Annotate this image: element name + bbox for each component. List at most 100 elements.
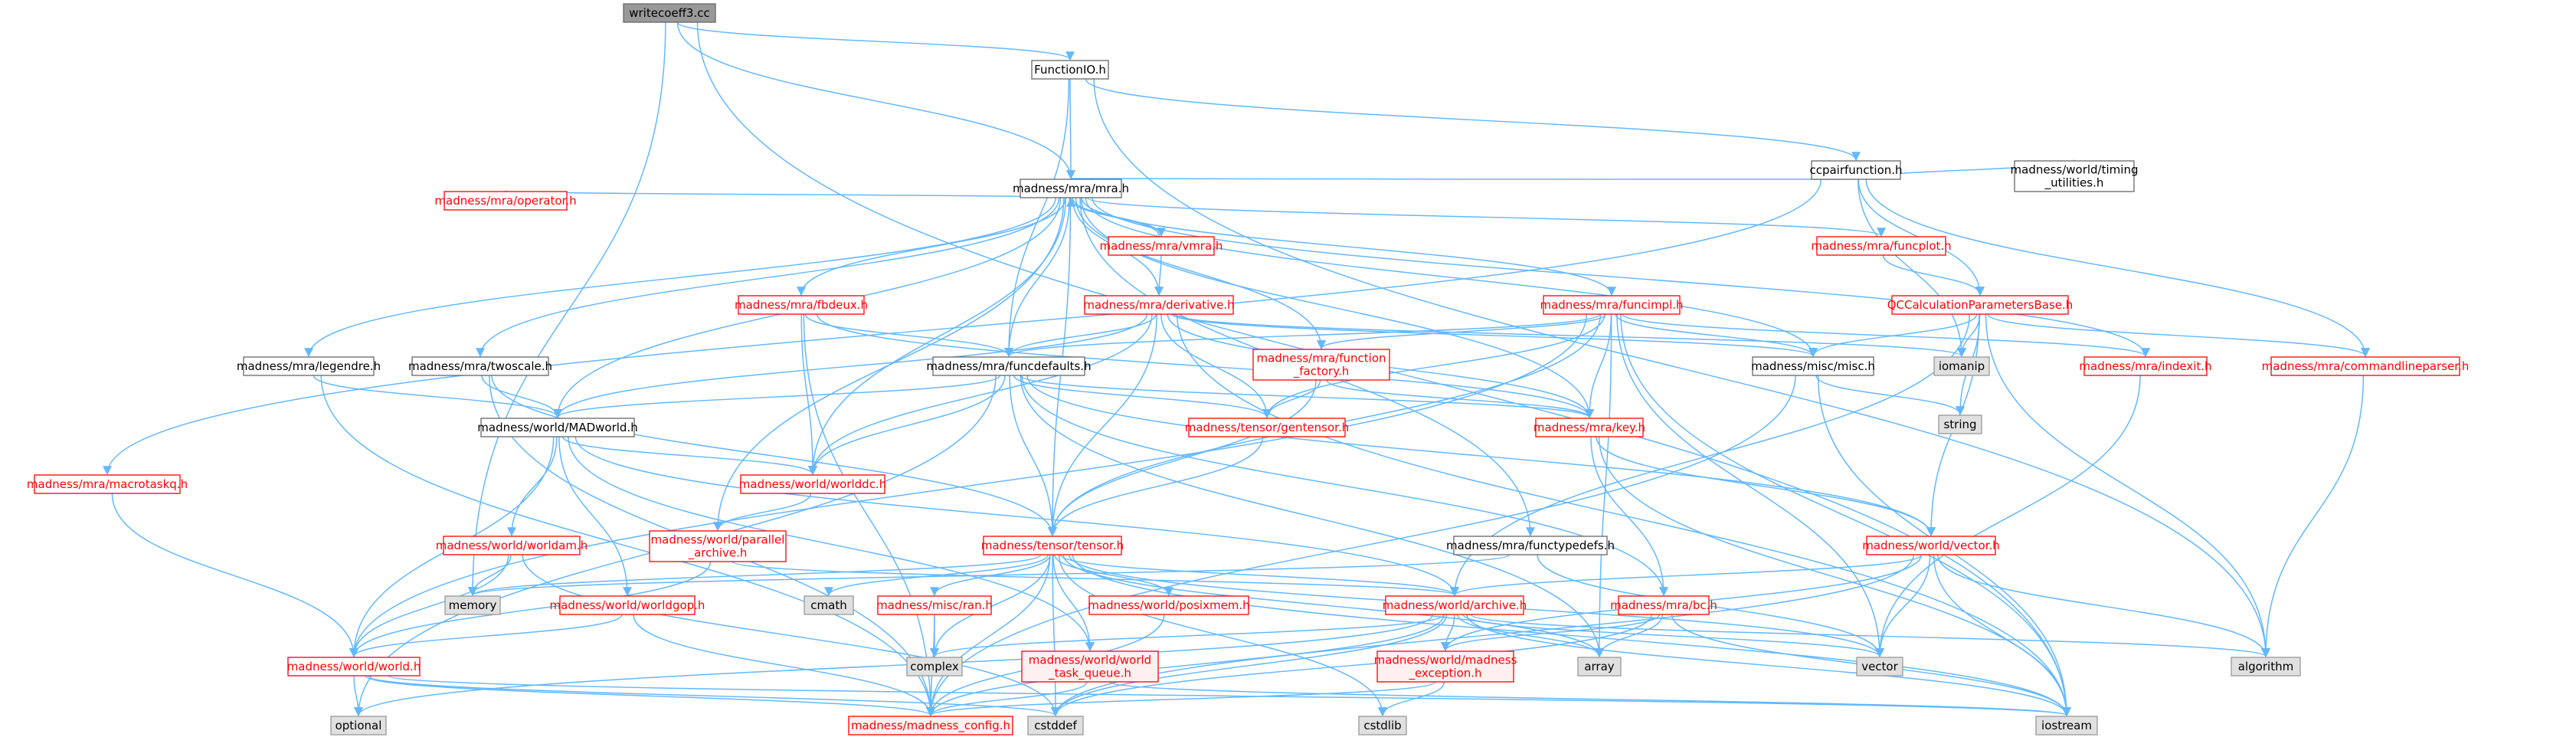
node-label: cstdlib <box>1363 719 1401 732</box>
node-string[interactable]: string <box>1938 414 1982 434</box>
node-fbdeux[interactable]: madness/mra/fbdeux.h <box>735 295 868 315</box>
node-timing[interactable]: madness/world/timing_utilities.h <box>2011 160 2139 192</box>
node-funcimpl[interactable]: madness/mra/funcimpl.h <box>1540 295 1684 315</box>
node-complex[interactable]: complex <box>906 657 963 677</box>
node-vmra[interactable]: madness/mra/vmra.h <box>1100 236 1223 256</box>
node-ran[interactable]: madness/misc/ran.h <box>876 595 993 615</box>
node-cmdline[interactable]: madness/mra/commandlineparser.h <box>2262 356 2470 376</box>
node-vector[interactable]: vector <box>1856 657 1903 677</box>
node-box <box>906 657 963 677</box>
node-box <box>1188 418 1346 437</box>
edge-madexc-to-cstdlib <box>1378 681 1445 717</box>
node-mra[interactable]: madness/mra/mra.h <box>1013 179 1129 198</box>
node-label: madness/world/archive.h <box>1383 598 1527 612</box>
edge-world-to-madconfig <box>365 675 935 717</box>
node-box <box>1535 418 1644 437</box>
node-gentensor[interactable]: madness/tensor/gentensor.h <box>1185 418 1350 437</box>
node-label: cstddef <box>1034 719 1077 732</box>
node-label: writecoeff3.cc <box>629 6 710 20</box>
node-iostream[interactable]: iostream <box>2035 716 2098 736</box>
node-label: madness/mra/indexit.h <box>2079 359 2211 373</box>
node-worlddc[interactable]: madness/world/worlddc.h <box>739 474 886 494</box>
node-operator[interactable]: madness/mra/operator.h <box>434 191 577 211</box>
node-box <box>1453 536 1608 555</box>
edge-funcimpl-to-indexit <box>1622 313 2150 358</box>
node-indexit[interactable]: madness/mra/indexit.h <box>2079 356 2212 376</box>
node-memory[interactable]: memory <box>444 595 501 615</box>
node-array[interactable]: array <box>1577 657 1622 677</box>
node-funcplot[interactable]: madness/mra/funcplot.h <box>1811 236 1952 256</box>
edge-tensor-to-cstddef <box>1050 554 1060 717</box>
node-label: madness/mra/funcimpl.h <box>1540 298 1683 312</box>
node-cstdlib[interactable]: cstdlib <box>1358 716 1407 736</box>
node-box <box>2270 356 2460 376</box>
edge-derivative-to-iostream <box>1176 313 2071 717</box>
node-funcdefaults[interactable]: madness/mra/funcdefaults.h <box>926 356 1092 376</box>
edge-writecoeff3-to-memory <box>468 21 666 597</box>
node-key[interactable]: madness/mra/key.h <box>1533 418 1645 437</box>
node-box <box>1618 595 1710 615</box>
node-worldam[interactable]: madness/world/worldam.h <box>436 536 588 555</box>
node-label: vector <box>1861 660 1898 673</box>
node-vector_h[interactable]: madness/world/vector.h <box>1862 536 2000 555</box>
node-functionio[interactable]: FunctionIO.h <box>1031 60 1109 80</box>
node-madworld[interactable]: madness/world/MADworld.h <box>477 418 638 437</box>
node-derivative[interactable]: madness/mra/derivative.h <box>1083 295 1235 315</box>
node-label: ccpairfunction.h <box>1809 163 1902 177</box>
edge-fbdeux-to-madconfig <box>803 313 935 717</box>
edge-key-to-bc <box>1590 436 1668 597</box>
edge-worldgop-to-madconfig <box>633 614 935 717</box>
node-funcfactory[interactable]: madness/mra/function_factory.h <box>1252 349 1390 381</box>
edge-misc-to-madconfig <box>926 375 1796 717</box>
node-iomanip[interactable]: iomanip <box>1933 356 1990 376</box>
edge-mra-to-legendre <box>304 197 1056 358</box>
node-label: madness/misc/ran.h <box>876 598 993 612</box>
node-tensor[interactable]: madness/tensor/tensor.h <box>981 536 1124 555</box>
node-box <box>1031 60 1109 80</box>
node-misc[interactable]: madness/misc/misc.h <box>1751 356 1875 376</box>
node-label: madness/world/worldgop.h <box>550 598 705 612</box>
node-ccpair[interactable]: ccpairfunction.h <box>1809 160 1903 180</box>
node-world[interactable]: madness/world/world.h <box>287 657 421 677</box>
node-cmath[interactable]: cmath <box>804 595 854 615</box>
edge-bc-to-cstddef <box>1051 614 1652 717</box>
node-optional[interactable]: optional <box>330 716 387 736</box>
edge-derivative-to-tensor <box>1048 313 1157 537</box>
node-posixmem[interactable]: madness/world/posixmem.h <box>1088 595 1250 615</box>
node-label: madness/mra/mra.h <box>1013 182 1129 195</box>
edge-qccalc-to-cmdline <box>1987 313 2370 358</box>
node-parallel[interactable]: madness/world/parallel_archive.h <box>649 530 787 562</box>
edge-funcdefaults-to-worlddc <box>808 375 1006 476</box>
node-twoscale[interactable]: madness/mra/twoscale.h <box>408 356 552 376</box>
node-legendre[interactable]: madness/mra/legendre.h <box>237 356 381 376</box>
edge-parallel-to-archive <box>732 561 1459 597</box>
edge-madworld-to-worlddc <box>561 436 817 476</box>
node-archive[interactable]: madness/world/archive.h <box>1383 595 1527 615</box>
node-box <box>1088 595 1249 615</box>
node-label: madness/mra/vmra.h <box>1100 239 1223 253</box>
edge-archive-to-complex <box>930 614 1445 658</box>
node-algorithm[interactable]: algorithm <box>2231 657 2301 677</box>
node-label: madness/mra/macrotaskq.h <box>27 477 188 491</box>
node-label: iomanip <box>1939 359 1985 373</box>
node-functypedefs[interactable]: madness/mra/functypedefs.h <box>1446 536 1615 555</box>
edge-vector_h-to-archive <box>1450 554 1923 597</box>
node-bc[interactable]: madness/mra/bc.h <box>1610 595 1717 615</box>
node-worldtaskq[interactable]: madness/world/world_task_queue.h <box>1021 650 1159 683</box>
node-madexc[interactable]: madness/world/madness_exception.h <box>1374 650 1517 683</box>
node-macrotaskq[interactable]: madness/mra/macrotaskq.h <box>27 474 188 494</box>
node-qccalc[interactable]: QCCalculationParametersBase.h <box>1887 295 2074 315</box>
edge-funcimpl-to-key <box>1585 313 1612 419</box>
node-writecoeff3[interactable]: writecoeff3.cc <box>623 3 716 23</box>
node-worldgop[interactable]: madness/world/worldgop.h <box>550 595 705 615</box>
edge-funcdefaults-to-vector_h <box>1026 375 1936 537</box>
node-madconfig[interactable]: madness/madness_config.h <box>848 716 1013 736</box>
node-cstddef[interactable]: cstddef <box>1027 716 1084 736</box>
edge-tensor-to-cmath <box>824 554 1049 597</box>
node-label: madness/world/MADworld.h <box>477 421 637 434</box>
node-label: string <box>1943 418 1976 431</box>
edge-mra-to-funcfactory <box>1075 197 1326 350</box>
node-label: madness/mra/fbdeux.h <box>735 298 868 312</box>
node-box <box>983 536 1122 555</box>
